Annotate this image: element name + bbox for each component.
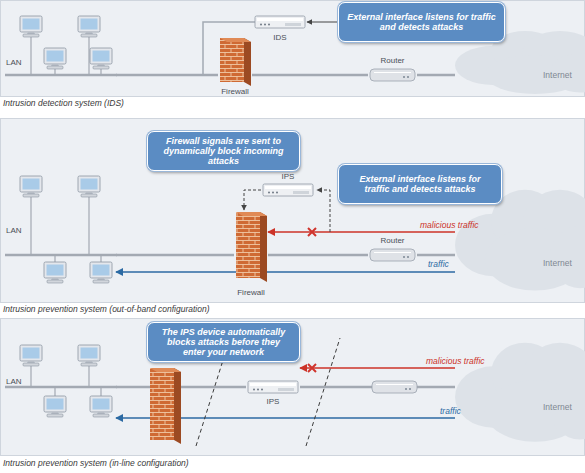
internet-node: Internet <box>455 28 585 94</box>
router-node: Router <box>368 236 417 263</box>
inline-boundary <box>306 338 340 446</box>
firewall-top <box>220 38 251 42</box>
connector-group <box>116 22 455 418</box>
callout-text: Firewall signals are sent to dynamically… <box>155 136 292 166</box>
internet-node: Internet <box>455 338 585 442</box>
callout-box: The IPS device automatically blocks atta… <box>147 322 300 362</box>
malicious-arrow <box>300 367 455 369</box>
firewall-node: Firewall <box>234 210 268 297</box>
network-link <box>116 254 234 257</box>
firewall-node: Firewall <box>218 38 252 96</box>
device-label: Router <box>368 56 417 65</box>
computer-icon <box>78 16 100 37</box>
panel-caption: Intrusion prevention system (in-line con… <box>3 458 189 468</box>
firewall-wall <box>150 368 174 440</box>
computer-icon <box>78 176 100 197</box>
router-device <box>370 249 415 261</box>
ips-device <box>248 381 298 393</box>
computer-icon <box>44 48 66 69</box>
device-label: IPS <box>246 397 300 406</box>
edge-label: traffic <box>428 259 449 269</box>
internet-node: Internet <box>455 183 585 291</box>
device-label: IPS <box>261 172 315 181</box>
network-link <box>252 74 368 77</box>
lan-bus <box>5 254 117 257</box>
callout-text: The IPS device automatically blocks atta… <box>155 327 292 357</box>
callout-box: Firewall signals are sent to dynamically… <box>147 131 300 171</box>
computer-icon <box>90 48 112 69</box>
firewall-top <box>150 368 181 372</box>
block-mark <box>308 228 316 236</box>
firewall-top <box>236 212 267 216</box>
ips-device <box>263 184 313 196</box>
lan-drop <box>31 366 101 396</box>
internet-cloud <box>455 190 585 291</box>
router-node: Router <box>368 56 417 82</box>
device-label: LAN <box>6 377 22 386</box>
computer-icon <box>44 396 66 417</box>
computer-icon <box>20 176 42 197</box>
ips-node: IPS <box>261 172 315 198</box>
callout-text: External interface listens for traffic a… <box>346 12 497 32</box>
firewall-side <box>244 38 251 86</box>
device-label: Internet <box>543 402 572 412</box>
signal-arrow <box>244 190 261 210</box>
malicious-arrow <box>268 231 455 233</box>
computer-icon <box>44 262 66 283</box>
panel-caption: Intrusion prevention system (out-of-band… <box>3 304 209 314</box>
callout-box: External interface listens for traffic a… <box>338 2 505 42</box>
network-link <box>417 254 455 257</box>
edge-label: malicious traffic <box>426 356 485 366</box>
device-label: Firewall <box>218 87 252 96</box>
ips-node: IPS <box>246 363 300 406</box>
panel-caption: Intrusion detection system (IDS) <box>3 98 124 108</box>
network-link <box>417 74 455 77</box>
lan-group: LAN <box>4 165 116 290</box>
firewall-side <box>174 368 181 444</box>
callout-text: External interface listens for traffic a… <box>346 174 494 194</box>
edge-label: traffic <box>440 406 461 416</box>
device-label: Router <box>368 236 417 245</box>
firewall-side <box>260 212 267 282</box>
network-link <box>268 254 368 257</box>
device-label: LAN <box>6 226 22 235</box>
lan-group: LAN <box>4 14 116 94</box>
computer-icon <box>20 16 42 37</box>
edge-label: malicious traffic <box>420 220 479 230</box>
lan-bus <box>5 74 117 77</box>
callout-box: External interface listens for traffic a… <box>338 164 502 204</box>
device-label: IDS <box>253 33 307 42</box>
computer-icon <box>78 345 100 366</box>
ids-node: IDS <box>253 12 307 42</box>
traffic-arrow <box>116 271 455 273</box>
computer-icon <box>20 345 42 366</box>
lan-drop <box>31 197 101 262</box>
block-mark <box>308 364 316 372</box>
firewall-wall <box>220 38 244 82</box>
router-device <box>372 381 417 393</box>
device-label: LAN <box>6 58 22 67</box>
firewall-wall <box>236 212 260 278</box>
computer-icon <box>90 262 112 283</box>
device-label: Internet <box>543 258 572 268</box>
ids-device <box>255 16 305 28</box>
device-label: Firewall <box>234 288 268 297</box>
router-device <box>370 69 415 81</box>
device-label: Internet <box>543 70 572 80</box>
callout-arrow <box>307 22 338 23</box>
lan-bus <box>5 386 117 389</box>
lan-group: LAN <box>4 338 116 448</box>
sensor-wire <box>317 190 330 232</box>
computer-icon <box>90 396 112 417</box>
